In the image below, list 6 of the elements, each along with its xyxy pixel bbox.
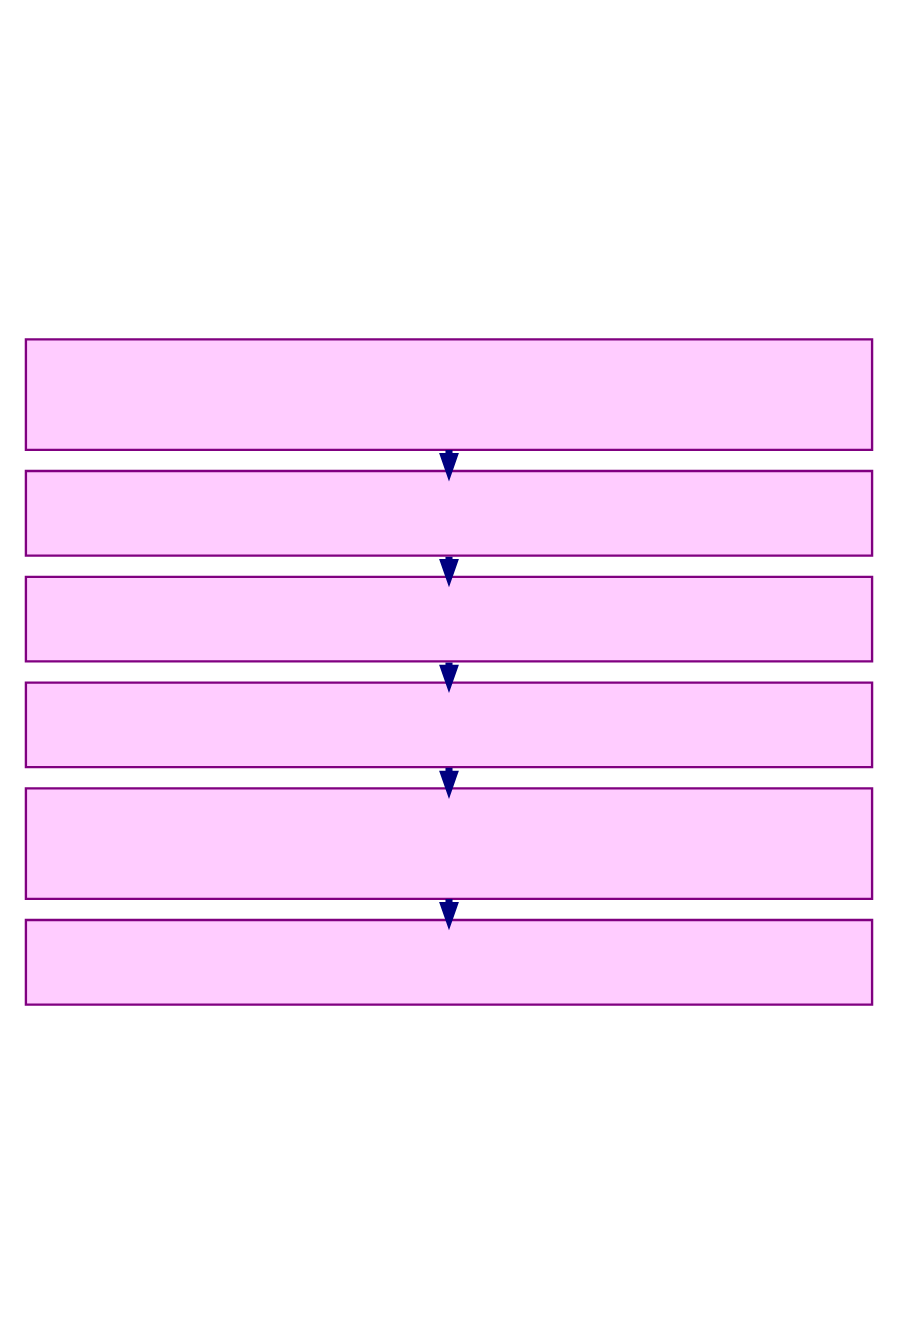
node-box: [24, 680, 874, 768]
node-box: [24, 337, 874, 451]
node-box: [24, 574, 874, 662]
node-box: [24, 468, 874, 556]
node-box: [24, 786, 874, 899]
node-box: [24, 917, 874, 1005]
